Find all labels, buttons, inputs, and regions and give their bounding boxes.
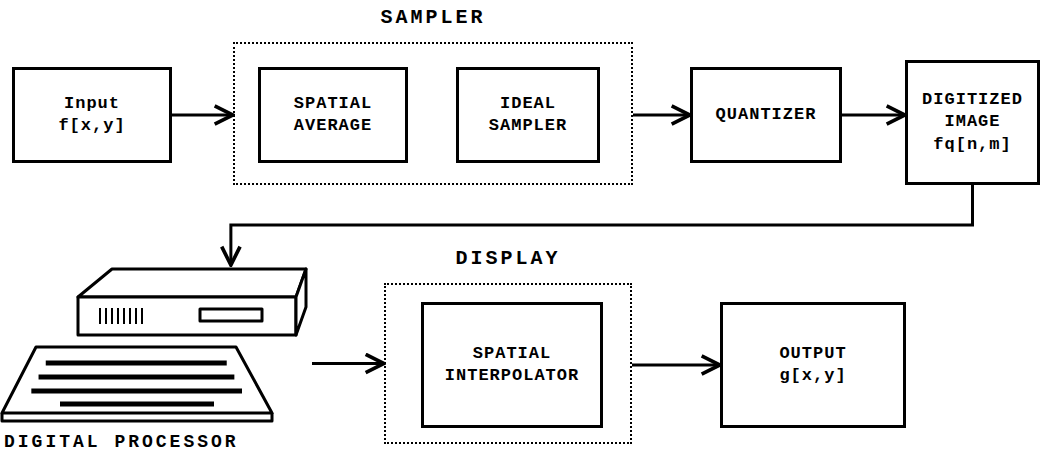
- flow-arrow: [172, 114, 233, 117]
- flow-arrow: [231, 185, 973, 265]
- group-heading: DISPLAY: [386, 247, 630, 270]
- box-label: QUANTIZER: [716, 104, 817, 126]
- box-label: SPATIAL AVERAGE: [294, 93, 372, 137]
- group-heading: SAMPLER: [235, 6, 631, 29]
- box-label: DIGITIZED IMAGE: [922, 89, 1023, 133]
- process-box: SPATIAL AVERAGE: [258, 67, 408, 163]
- keyboard: [2, 347, 272, 413]
- space-bar: [60, 402, 214, 407]
- box-label: SPATIAL INTERPOLATOR: [445, 343, 579, 387]
- vent-slot: [99, 308, 101, 324]
- output-box: OUTPUT g[x,y]: [720, 302, 906, 428]
- vent-slot: [123, 308, 125, 324]
- case-side: [296, 269, 306, 335]
- flow-arrow: [842, 114, 905, 117]
- key-row: [46, 361, 227, 366]
- case-front: [78, 297, 296, 335]
- process-box: QUANTIZER: [690, 67, 842, 163]
- computer-illustration: [0, 265, 312, 452]
- drive-slot: [200, 309, 262, 321]
- flow-arrow: [312, 362, 384, 365]
- keyboard-edge: [2, 413, 272, 421]
- box-label: fq[n,m]: [933, 134, 1011, 156]
- image-box: DIGITIZED IMAGEfq[n,m]: [905, 60, 1040, 185]
- box-label: OUTPUT g[x,y]: [779, 343, 846, 387]
- vent-slot: [135, 308, 137, 324]
- vent-slot: [117, 308, 119, 324]
- vent-slot: [129, 308, 131, 324]
- process-box: SPATIAL INTERPOLATOR: [421, 302, 603, 428]
- input-box: Input f[x,y]: [12, 67, 172, 163]
- box-label: IDEAL SAMPLER: [489, 93, 567, 137]
- key-row: [39, 375, 235, 380]
- case-top: [78, 269, 306, 297]
- box-label: Input f[x,y]: [58, 93, 125, 137]
- flow-arrow: [633, 114, 690, 117]
- flow-arrow: [632, 364, 720, 367]
- vent-slot: [111, 308, 113, 324]
- vent-slot: [141, 308, 143, 324]
- process-box: IDEAL SAMPLER: [456, 67, 600, 163]
- sampler-group: SPATIAL AVERAGEIDEAL SAMPLERSAMPLER: [233, 42, 633, 185]
- display-group: SPATIAL INTERPOLATORDISPLAY: [384, 283, 632, 444]
- computer-figure: DIGITAL PROCESSOR: [0, 265, 312, 452]
- figure-label: DIGITAL PROCESSOR: [4, 432, 239, 452]
- vent-slot: [105, 308, 107, 324]
- key-row: [31, 389, 242, 394]
